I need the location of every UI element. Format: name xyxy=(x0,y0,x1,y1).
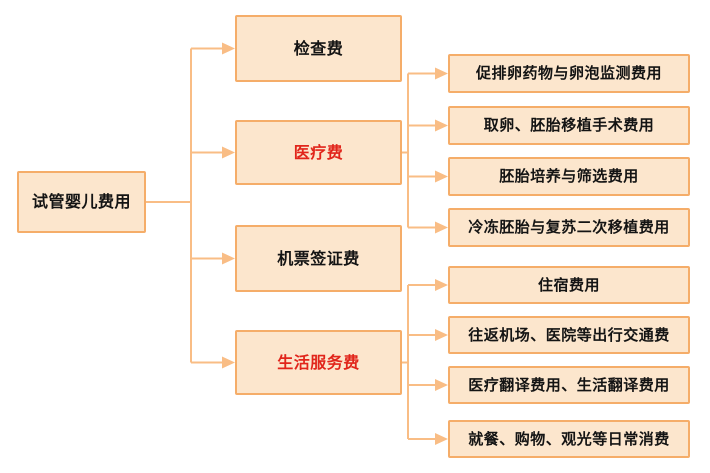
node-medical-fee: 医疗费 xyxy=(235,120,402,185)
node-accommodation-fee: 住宿费用 xyxy=(448,266,690,304)
medical-branch-lines xyxy=(402,72,436,229)
root-branch-lines xyxy=(146,47,223,364)
medical-branch-arrowheads xyxy=(435,67,448,234)
node-frozen-embryo-second-transfer-fee: 冷冻胚胎与复苏二次移植费用 xyxy=(448,208,690,247)
node-root: 试管婴儿费用 xyxy=(17,171,146,233)
node-daily-consumption-fee: 就餐、购物、观光等日常消费 xyxy=(448,420,690,458)
life-branch-lines xyxy=(402,284,436,440)
life-branch-arrowheads xyxy=(435,279,448,445)
node-transportation-fee: 往返机场、医院等出行交通费 xyxy=(448,316,690,354)
node-ovulation-drug-monitoring-fee: 促排卵药物与卵泡监测费用 xyxy=(448,54,690,93)
root-branch-arrowheads xyxy=(222,42,235,369)
node-translation-fee: 医疗翻译费用、生活翻译费用 xyxy=(448,366,690,404)
node-living-service-fee: 生活服务费 xyxy=(235,330,402,395)
node-flight-visa-fee: 机票签证费 xyxy=(235,225,402,292)
node-embryo-culture-screening-fee: 胚胎培养与筛选费用 xyxy=(448,157,690,196)
node-egg-retrieval-embryo-transfer-fee: 取卵、胚胎移植手术费用 xyxy=(448,106,690,145)
node-inspection-fee: 检查费 xyxy=(235,15,402,82)
